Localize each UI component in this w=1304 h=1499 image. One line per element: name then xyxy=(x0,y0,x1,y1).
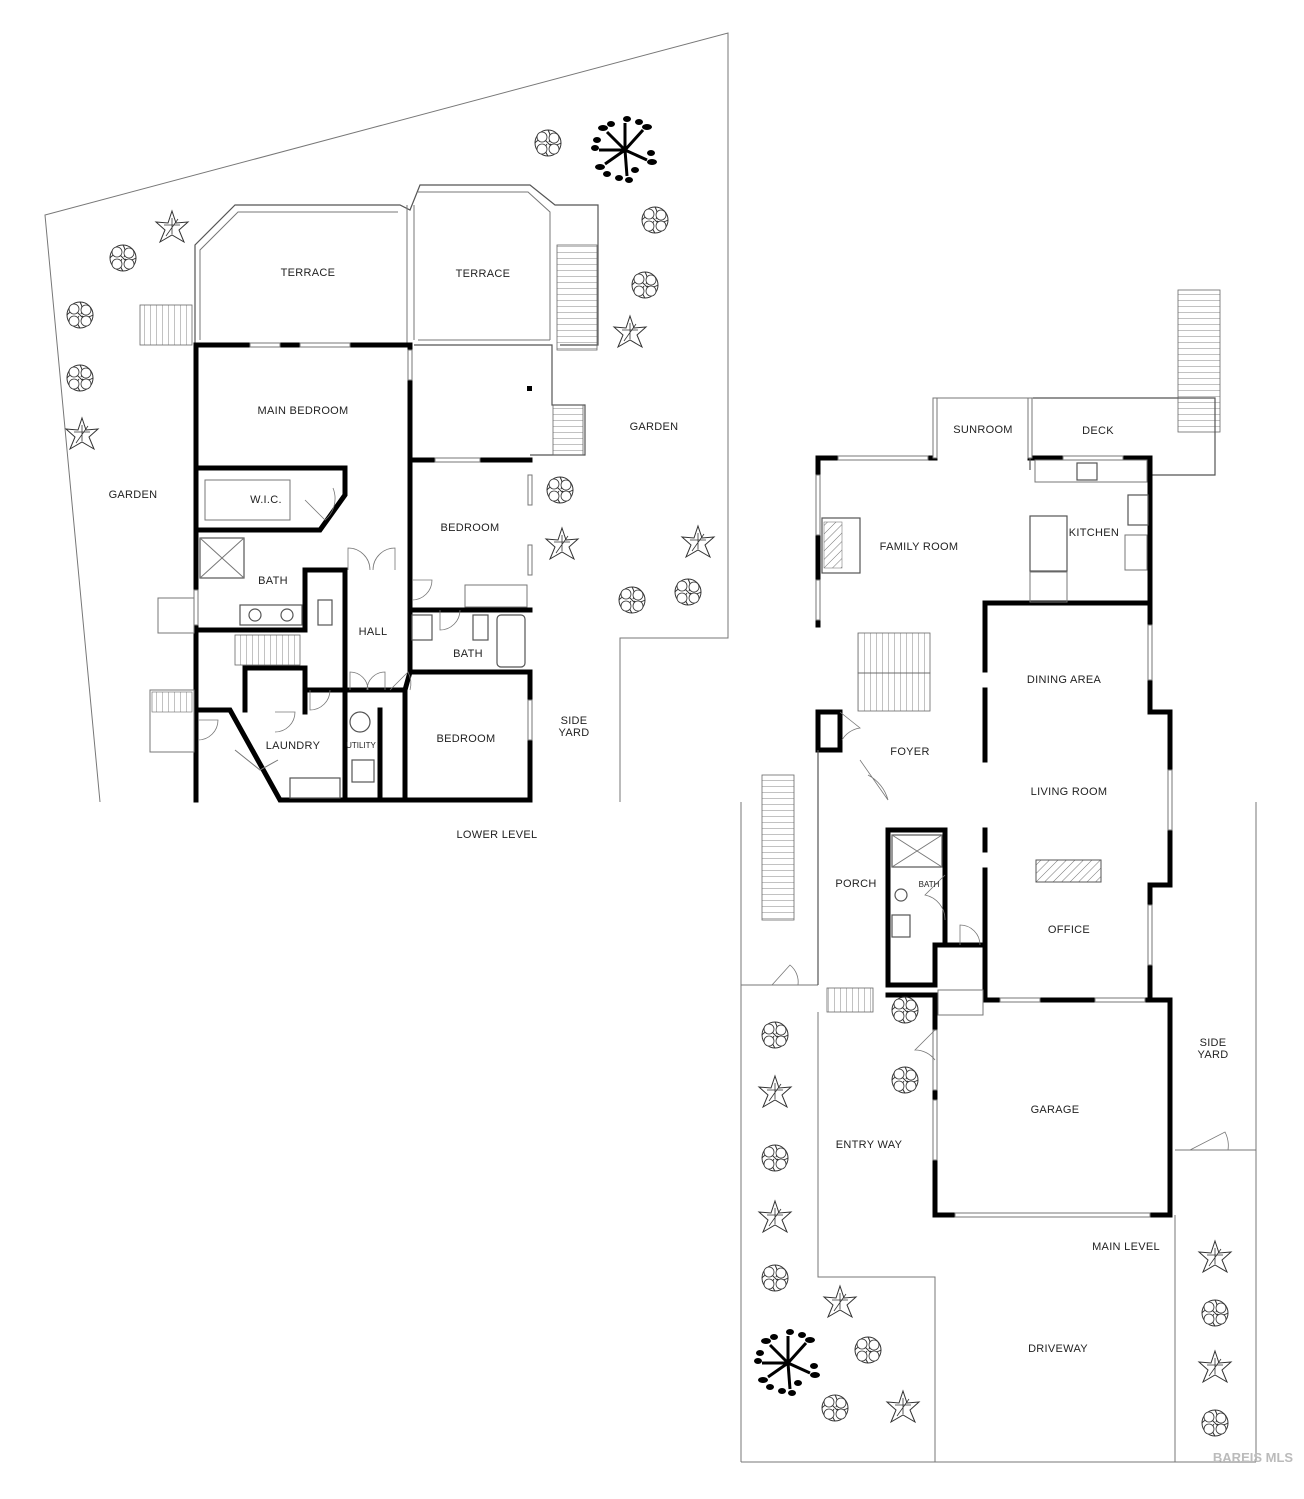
room-label-laundry: LAUNDRY xyxy=(266,740,321,752)
deck-stairs xyxy=(1177,289,1221,433)
shrub-icon xyxy=(854,1336,882,1364)
room-label-terrace: TERRACE xyxy=(281,267,336,279)
room-label-hall: HALL xyxy=(359,626,388,638)
plant-icon xyxy=(1198,1240,1232,1273)
room-label-porch: PORCH xyxy=(835,878,876,890)
area-label-yard: YARD xyxy=(1198,1049,1229,1061)
watermark: BAREIS MLS xyxy=(1213,1450,1294,1465)
terrace-stairs xyxy=(556,244,598,351)
plant-icon xyxy=(65,417,99,450)
plant-icon xyxy=(545,527,579,560)
terrace-outline xyxy=(194,184,599,346)
room-label-bedroom: BEDROOM xyxy=(437,733,496,745)
lot-outline xyxy=(44,32,729,803)
shrub-icon xyxy=(66,301,94,329)
plant-icon xyxy=(886,1390,920,1423)
main-level: SUNROOM DECK FAMILY ROOM KITCHEN DINING … xyxy=(740,289,1257,1463)
room-label-deck: DECK xyxy=(1082,425,1114,437)
shrub-icon xyxy=(534,129,562,157)
level-title: LOWER LEVEL xyxy=(457,829,538,841)
plant-icon xyxy=(613,315,647,348)
room-label-family-room: FAMILY ROOM xyxy=(880,541,959,553)
plant-icon xyxy=(1198,1350,1232,1383)
room-label-sunroom: SUNROOM xyxy=(953,424,1013,436)
shrub-icon xyxy=(674,578,702,606)
level-title: MAIN LEVEL xyxy=(1092,1241,1160,1253)
plant-icon xyxy=(681,525,715,558)
tree-icon xyxy=(752,1327,822,1398)
lower-level: TERRACE TERRACE MAIN BEDROOM W.I.C. BATH… xyxy=(44,32,729,841)
shrub-icon xyxy=(1201,1299,1229,1327)
shrub-icon xyxy=(761,1021,789,1049)
room-label-main-bedroom: MAIN BEDROOM xyxy=(258,405,349,417)
area-label-driveway: DRIVEWAY xyxy=(1028,1343,1088,1355)
shrub-icon xyxy=(631,271,659,299)
shrub-icon xyxy=(641,206,669,234)
room-label-bath: BATH xyxy=(258,575,288,587)
tree-icon xyxy=(589,114,659,185)
plant-icon xyxy=(758,1200,792,1233)
shrub-icon xyxy=(821,1394,849,1422)
area-label-garden: GARDEN xyxy=(630,421,679,433)
area-label-side: SIDE xyxy=(1200,1037,1227,1049)
shrub-icon xyxy=(761,1144,789,1172)
plant-icon xyxy=(155,210,189,243)
room-label-terrace: TERRACE xyxy=(456,268,511,280)
room-label-foyer: FOYER xyxy=(890,746,929,758)
shrub-icon xyxy=(891,1066,919,1094)
room-label-dining-area: DINING AREA xyxy=(1027,674,1102,686)
area-label-yard: YARD xyxy=(559,727,590,739)
area-label-entry-way: ENTRY WAY xyxy=(836,1139,903,1151)
room-label-kitchen: KITCHEN xyxy=(1069,527,1119,539)
plant-icon xyxy=(758,1075,792,1108)
shrub-icon xyxy=(761,1264,789,1292)
shrub-icon xyxy=(891,996,919,1024)
room-label-living-room: LIVING ROOM xyxy=(1031,786,1108,798)
plant-icon xyxy=(823,1285,857,1318)
shrub-icon xyxy=(66,364,94,392)
shrub-icon xyxy=(618,586,646,614)
room-label-bath: BATH xyxy=(453,648,483,660)
side-stairs xyxy=(761,774,795,921)
shrub-icon xyxy=(546,476,574,504)
room-label-wic: W.I.C. xyxy=(250,494,282,506)
room-label-bedroom: BEDROOM xyxy=(441,522,500,534)
area-label-garden: GARDEN xyxy=(109,489,158,501)
room-label-bath: BATH xyxy=(919,880,940,889)
room-label-garage: GARAGE xyxy=(1031,1104,1080,1116)
shrub-icon xyxy=(109,244,137,272)
area-label-side: SIDE xyxy=(561,715,588,727)
room-label-office: OFFICE xyxy=(1048,924,1090,936)
shrub-icon xyxy=(1201,1409,1229,1437)
room-label-utility: UTILITY xyxy=(346,741,376,750)
